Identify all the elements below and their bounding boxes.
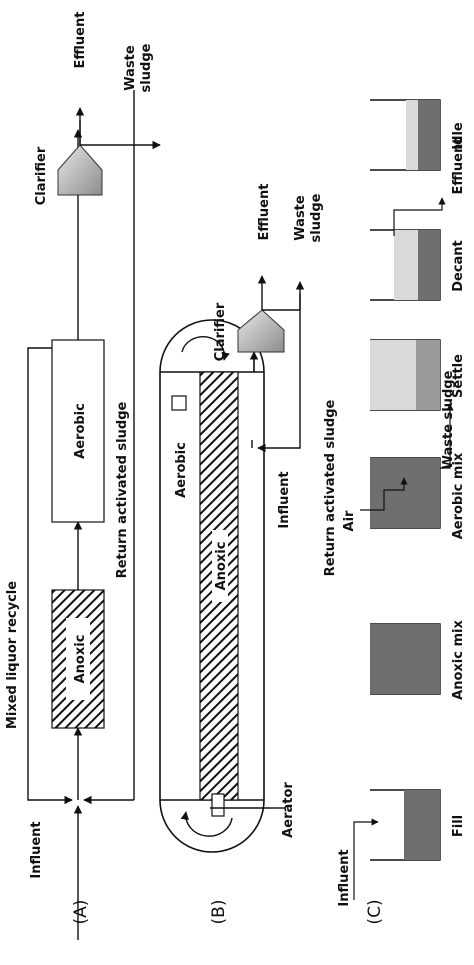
- influent-label-c: Influent: [337, 849, 352, 906]
- mixed-liquor-recycle-label: Mixed liquor recycle: [5, 581, 20, 729]
- tank-anoxic-liquid: [370, 624, 440, 694]
- air-label: Air: [342, 510, 357, 532]
- panel-a: Anoxic Aerobic Mixed liquor recycle Infl…: [5, 12, 161, 940]
- anoxic-label-bg-b: [212, 530, 228, 602]
- fill-label: Fill: [451, 815, 466, 837]
- waste-sludge-label-b-2: sludge: [309, 193, 324, 242]
- return-activated-sludge-label-b: Return activated sludge: [323, 400, 338, 577]
- panel-label-a: (A): [71, 900, 91, 925]
- return-activated-sludge-label-a: Return activated sludge: [115, 402, 130, 579]
- tank-fill-liquid: [404, 790, 440, 860]
- flow-arrow-top-b: [181, 335, 230, 361]
- tank-decant-supernatant: [394, 230, 418, 300]
- aerobic-label-b: Aerobic: [174, 442, 189, 498]
- aerobic-mix-label: Aerobic mix: [451, 452, 466, 539]
- panel-c: Influent Fill Anoxic mix Air Aerobic mix…: [337, 99, 466, 925]
- anoxic-tank-a: [51, 589, 105, 729]
- effluent-label-a: Effluent: [73, 12, 88, 69]
- anoxic-label-b: Anoxic: [214, 542, 229, 591]
- tank-aerobic-liquid: [370, 458, 440, 528]
- aerobic-tank-a: [51, 339, 105, 523]
- air-line-c: [360, 477, 408, 511]
- panel-b: Anoxic Aerobic Clarifier Effluent Waste …: [159, 184, 338, 925]
- aerator-label: Aerator: [281, 782, 296, 838]
- tank-decant-sludge: [418, 230, 440, 300]
- waste-sludge-label-c: Waste sludge: [441, 370, 456, 469]
- anoxic-mix-label: Anoxic mix: [451, 620, 466, 700]
- waste-sludge-label-a-1: Waste: [123, 45, 138, 91]
- anoxic-label-bg-a: [66, 618, 90, 700]
- aerator-b: [211, 793, 225, 817]
- waste-sludge-line-c: [440, 403, 454, 469]
- idle-label: Idle: [451, 122, 466, 150]
- panel-label-c: (C): [365, 899, 385, 924]
- clarifier-shape-b: [237, 309, 285, 353]
- tank-idle-sludge: [418, 100, 440, 170]
- clarifier-label-b: Clarifier: [213, 302, 228, 361]
- clarifier-label-a: Clarifier: [34, 146, 49, 205]
- waste-sludge-label-a-2: sludge: [139, 43, 154, 92]
- influent-arrow-c: [353, 818, 379, 900]
- tank-idle-supernatant: [406, 100, 418, 170]
- effluent-label-b: Effluent: [257, 184, 272, 241]
- clarifier-shape-a: [57, 144, 103, 196]
- tank-settle-supernatant: [370, 340, 416, 410]
- panel-label-b: (B): [209, 900, 229, 925]
- aerobic-marker-b: [171, 395, 187, 411]
- tank-settle-sludge: [416, 340, 440, 410]
- aerobic-label-a: Aerobic: [73, 403, 88, 459]
- return-sludge-line-b: [257, 294, 301, 453]
- influent-label-a: Influent: [29, 821, 44, 878]
- waste-sludge-label-b-1: Waste: [293, 195, 308, 241]
- decant-label: Decant: [451, 240, 466, 292]
- mixed-liquor-recycle-line: [27, 347, 73, 805]
- effluent-label-c: Effluent: [451, 138, 466, 195]
- effluent-line-c: [393, 197, 446, 236]
- flow-arrow-bottom-b: [180, 811, 233, 837]
- anoxic-label-a: Anoxic: [73, 635, 88, 684]
- influent-label-b: Influent: [277, 471, 292, 528]
- settle-label: Settle: [451, 354, 466, 398]
